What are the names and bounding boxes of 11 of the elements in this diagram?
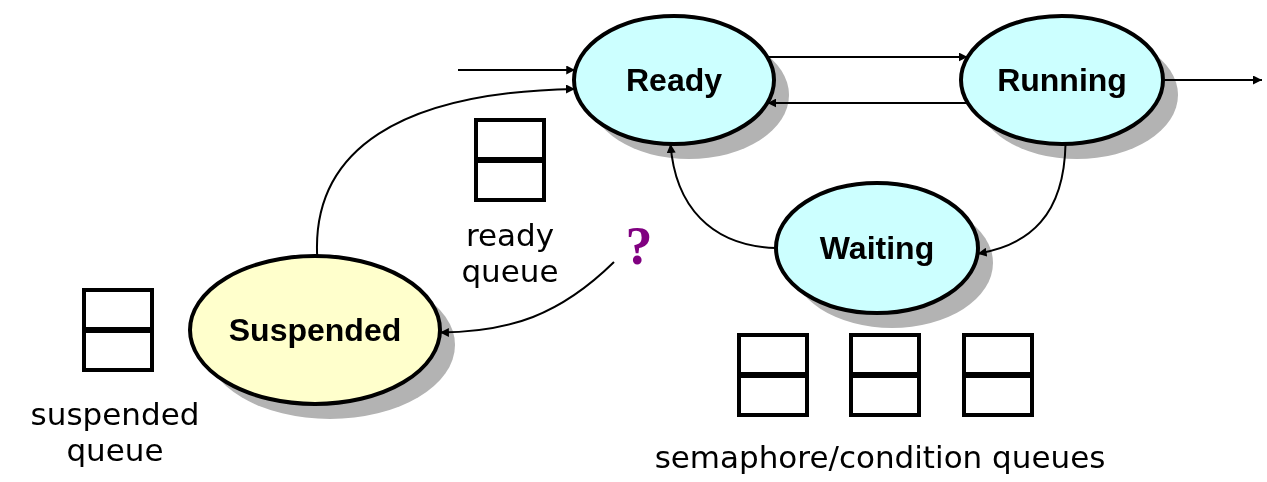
state-label: Suspended [228, 311, 402, 349]
state-label: Ready [626, 61, 722, 99]
question-mark: ? [614, 216, 664, 276]
state-ellipse [572, 14, 791, 161]
state-label: Running [997, 61, 1127, 99]
state-ellipse [774, 181, 995, 330]
state-ellipse [959, 14, 1180, 161]
state-label: Waiting [819, 229, 935, 267]
queue-label: semaphore/condition queues [653, 440, 1107, 476]
queue-label: ready queue [460, 218, 560, 290]
queue-label: suspended queue [29, 397, 201, 469]
